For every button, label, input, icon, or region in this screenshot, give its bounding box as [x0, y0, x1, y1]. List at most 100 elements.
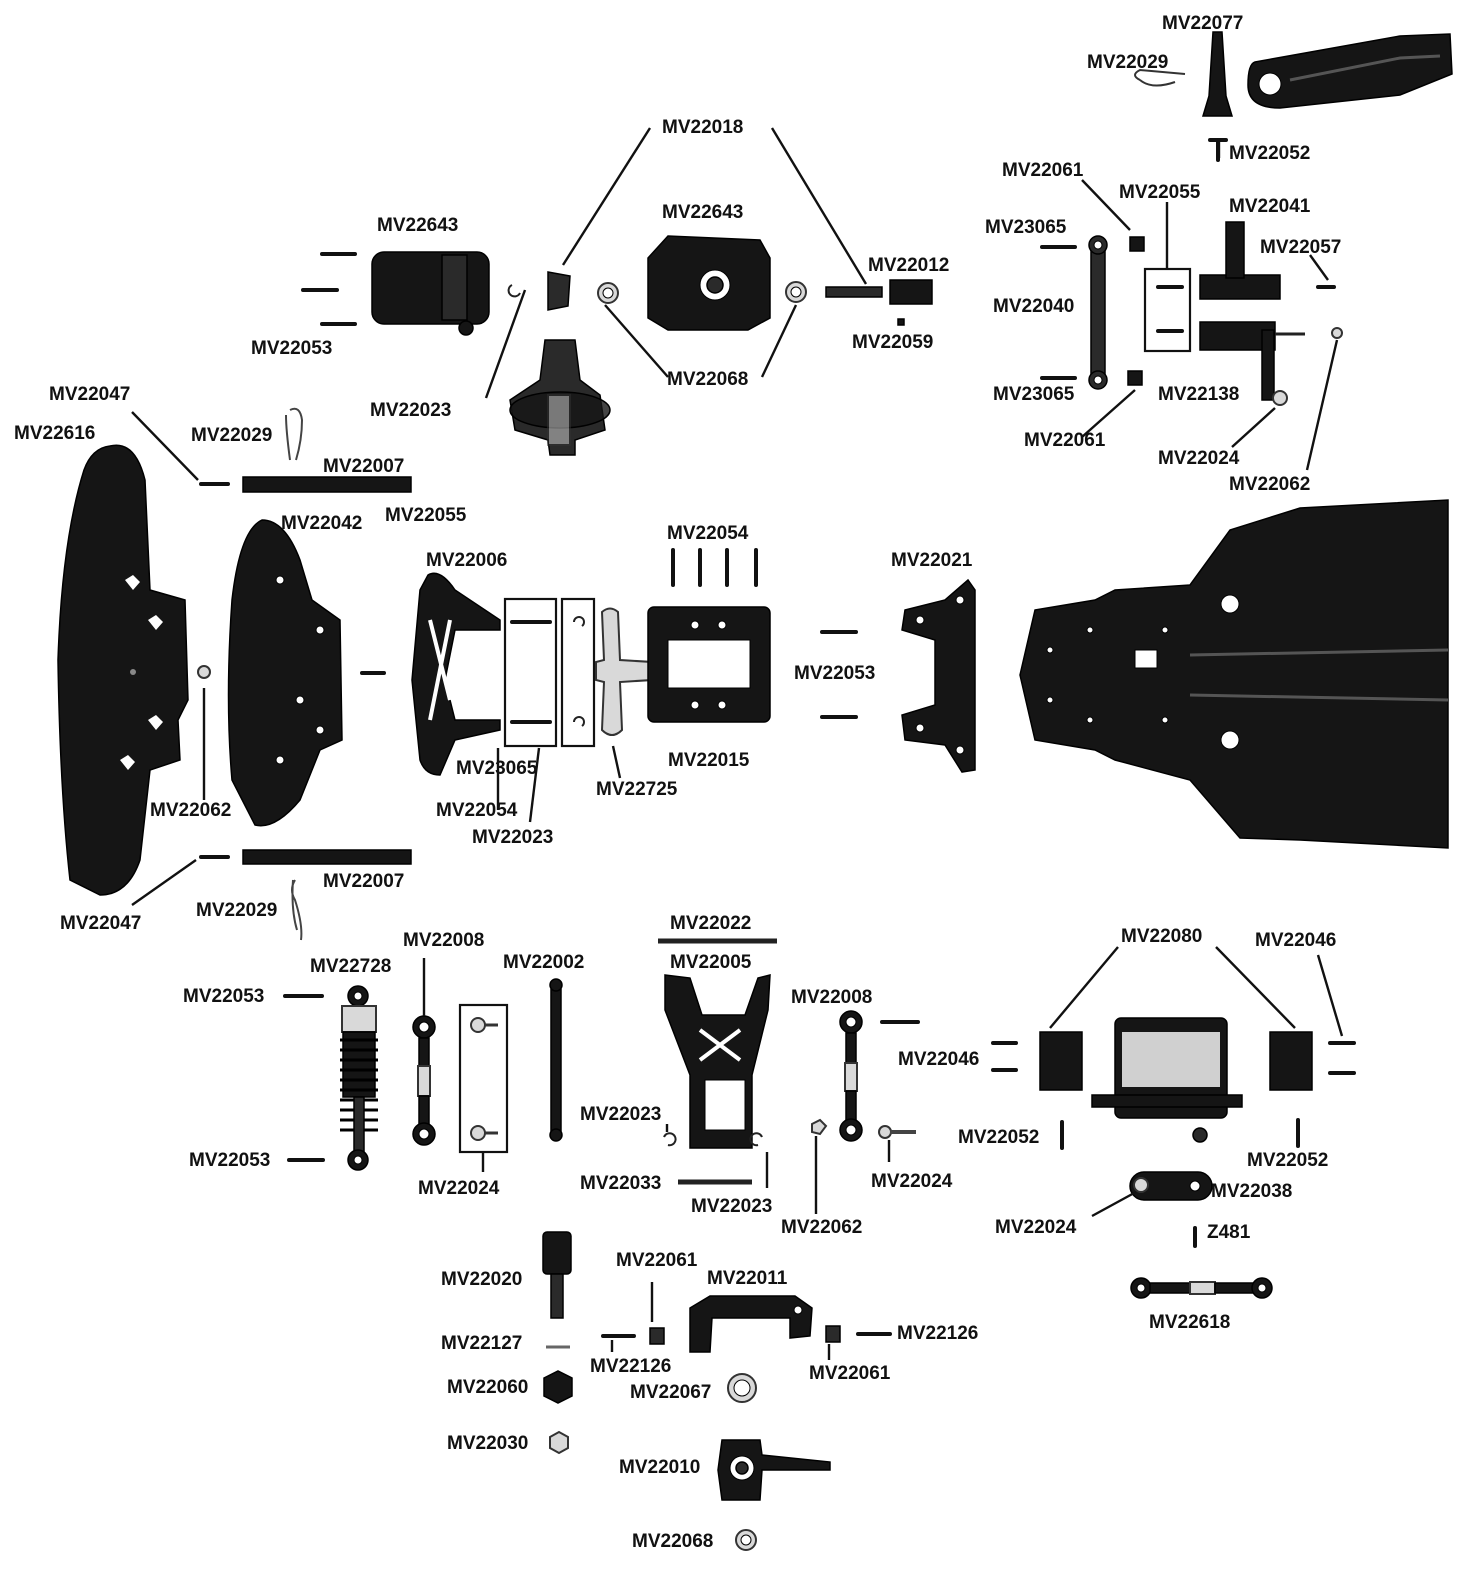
part-label: MV22057	[1260, 237, 1341, 258]
part-label: MV22024	[1158, 448, 1240, 469]
part-label: MV22077	[1162, 13, 1243, 34]
steering-link-part	[1088, 235, 1108, 390]
part-label: MV22126	[897, 1323, 978, 1344]
servo-link-part	[1130, 1277, 1273, 1299]
part-label: MV22023	[580, 1104, 661, 1125]
part-label: MV22055	[1119, 182, 1201, 203]
bumper-brace-part	[595, 607, 653, 736]
part-label: MV23065	[985, 217, 1067, 238]
part-label: MV22138	[1158, 384, 1239, 405]
part-label: MV22038	[1211, 1181, 1292, 1202]
part-label: MV22047	[60, 913, 141, 934]
part-label: MV22618	[1149, 1312, 1230, 1333]
part-label: MV22018	[662, 117, 743, 138]
part-label: MV22068	[667, 369, 748, 390]
servo-part	[1091, 1017, 1243, 1143]
dogbone-part	[549, 978, 563, 1142]
turnbuckle-part	[412, 1015, 436, 1146]
part-label: MV22053	[251, 338, 332, 359]
part-label: MV22023	[691, 1196, 772, 1217]
part-label: MV22047	[49, 384, 130, 405]
pinion-gear-part	[547, 271, 571, 311]
bellcrank-part	[1199, 221, 1305, 406]
part-label: MV22023	[472, 827, 553, 848]
bumper-plate-part	[227, 519, 343, 827]
turnbuckle-right-part	[839, 1010, 863, 1142]
part-label: MV22021	[891, 550, 973, 571]
part-label: MV22024	[418, 1178, 500, 1199]
body-post-part	[242, 476, 412, 493]
part-label: MV22062	[1229, 474, 1310, 495]
part-label: MV22062	[150, 800, 231, 821]
part-label: Z481	[1207, 1222, 1251, 1243]
bumper-foam-part	[57, 444, 189, 896]
part-label: MV22008	[791, 987, 872, 1008]
leader-lines	[131, 127, 1344, 1360]
wheel-axle-part	[542, 1231, 572, 1319]
c-hub-part	[689, 1295, 813, 1353]
part-label: MV22040	[993, 296, 1074, 317]
part-label: MV22046	[898, 1049, 979, 1070]
servo-post-part	[1201, 31, 1234, 117]
servo-arm-part	[1247, 33, 1453, 109]
part-label: MV22055	[385, 505, 467, 526]
bumper-holder-part	[411, 572, 501, 776]
part-label: MV22007	[323, 871, 404, 892]
suspension-arm-part	[664, 974, 771, 1149]
part-label: MV22068	[632, 1531, 713, 1552]
part-label: MV22008	[403, 930, 484, 951]
part-label: MV22007	[323, 456, 404, 477]
steering-knuckle-part	[717, 1439, 831, 1501]
hex-hub-part	[543, 1370, 573, 1404]
part-label: MV22006	[426, 550, 507, 571]
part-label: MV22029	[196, 900, 277, 921]
r-clip-part	[1134, 68, 1186, 87]
part-label: MV22024	[871, 1171, 953, 1192]
part-drawings	[57, 31, 1453, 1551]
part-label: MV22053	[183, 986, 264, 1007]
part-labels: MV22077 MV22029 MV22052 MV22018 MV22061 …	[14, 13, 1341, 1552]
part-label: MV22728	[310, 956, 391, 977]
part-label: MV22127	[441, 1333, 522, 1354]
part-label: MV22041	[1229, 196, 1311, 217]
shock-absorber-part	[340, 985, 378, 1171]
part-label: MV22023	[370, 400, 451, 421]
part-label: MV22067	[630, 1382, 711, 1403]
part-label: MV22059	[852, 332, 933, 353]
part-label: MV22046	[1255, 930, 1336, 951]
servo-horn-part	[1129, 1171, 1213, 1201]
part-label: MV22061	[616, 1250, 698, 1271]
part-label: MV22033	[580, 1173, 661, 1194]
part-label: MV22080	[1121, 926, 1202, 947]
part-label: MV22061	[809, 1363, 891, 1384]
part-label: MV22011	[707, 1268, 788, 1289]
part-label: MV22022	[670, 913, 751, 934]
part-label: MV22062	[781, 1217, 862, 1238]
part-label: MV22054	[436, 800, 518, 821]
gearbox-half-part	[371, 251, 490, 336]
part-label: MV22060	[447, 1377, 528, 1398]
shock-tower-part	[901, 578, 976, 773]
part-label: MV22030	[447, 1433, 528, 1454]
part-label: MV22053	[794, 663, 875, 684]
part-label: MV22052	[1247, 1150, 1328, 1171]
part-label: MV22020	[441, 1269, 522, 1290]
part-label: MV22052	[1229, 143, 1310, 164]
part-label: MV22002	[503, 952, 584, 973]
part-label: MV22061	[1024, 430, 1106, 451]
part-label: MV22024	[995, 1217, 1077, 1238]
part-label: MV22054	[667, 523, 749, 544]
part-label: MV22052	[958, 1127, 1039, 1148]
part-label: MV22010	[619, 1457, 700, 1478]
gearbox-case-part	[647, 235, 771, 331]
differential-part	[509, 339, 611, 456]
part-label: MV23065	[993, 384, 1075, 405]
part-label: MV23065	[456, 758, 538, 779]
part-label: MV22725	[596, 779, 678, 800]
part-label: MV22643	[377, 215, 458, 236]
part-label: MV22053	[189, 1150, 270, 1171]
part-label: MV22005	[670, 952, 752, 973]
chassis-part	[1019, 499, 1449, 849]
servo-mount-part	[1039, 1031, 1083, 1091]
